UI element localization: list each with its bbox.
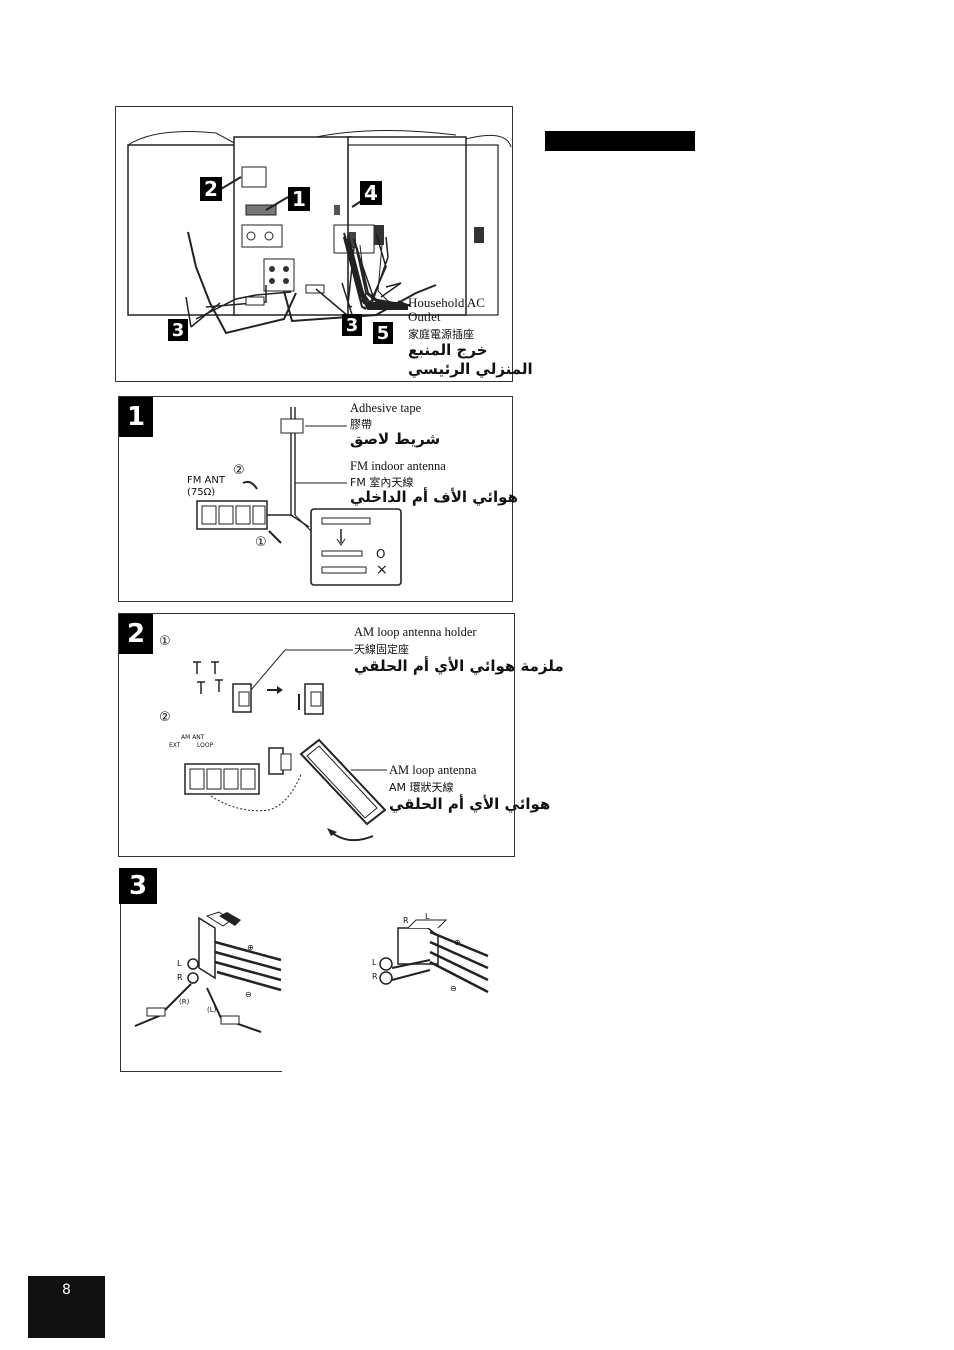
fm-antenna-illustration	[196, 407, 402, 586]
correct-mark: O	[376, 547, 386, 561]
callout-badge-4: 4	[360, 181, 382, 205]
step2-am-antenna-panel: 2 ① ② AM loop antenna holder 天線固定座 ملز	[118, 613, 564, 857]
am-loop-antenna-label-zh: AM 環狀天線	[389, 781, 454, 794]
incorrect-mark: ×	[376, 562, 388, 578]
am-antenna-illustration	[184, 649, 387, 842]
right-terminal-label: R	[177, 973, 183, 982]
step3-speaker-panel: 3 L R ⊕ ⊖ (R) (L)	[119, 868, 282, 1072]
am-loop-antenna-label: AM loop antenna	[389, 763, 477, 777]
household-ac-label-zh: 家庭電源插座	[408, 328, 474, 341]
callout-badge-1: 1	[288, 187, 310, 211]
fm-indoor-antenna-label: FM indoor antenna	[350, 459, 446, 473]
am-holder-label-zh: 天線固定座	[354, 643, 409, 656]
ext-terminal-label: EXT	[169, 742, 181, 749]
step2-circle-1: ①	[159, 634, 171, 649]
left-cable-label: (L)	[207, 1006, 217, 1014]
step1-circle-1: ①	[255, 535, 267, 550]
left-terminal-label: L	[177, 959, 182, 968]
speaker-terminal-left-illustration	[134, 911, 282, 1033]
speaker-terminal-right-drawing	[379, 919, 489, 994]
callout-badge-3-left: 3	[168, 319, 188, 341]
household-ac-label-2: Outlet	[408, 309, 441, 324]
callout-badge-5: 5	[373, 322, 393, 344]
fm-ant-impedance-label: (75Ω)	[187, 487, 216, 498]
overview-panel: 2 1 4 3 3 5 Household AC Outlet 家庭電源插座 خ…	[115, 106, 533, 382]
fm-ant-terminal-label: FM ANT	[187, 475, 225, 486]
right-diagram-l2-label: L	[372, 958, 377, 967]
stereo-rear-illustration	[127, 129, 512, 335]
page-number: 8	[28, 1276, 105, 1338]
household-ac-label-ar-1: خرج المنبع	[408, 341, 488, 359]
step3-badge: 3	[119, 868, 157, 904]
section-header-bar	[545, 131, 695, 151]
am-loop-antenna-label-ar: هوائي الأي أم الحلقي	[389, 795, 551, 813]
right-diagram-r2-label: R	[372, 972, 378, 981]
loop-terminal-label: LOOP	[197, 742, 214, 749]
right-diagram-minus-label: ⊖	[450, 984, 457, 993]
am-ant-terminal-label: AM ANT	[181, 734, 205, 741]
step1-circle-2: ②	[233, 463, 245, 478]
am-holder-label: AM loop antenna holder	[354, 625, 477, 639]
step1-fm-antenna-panel: 1 Adhesive tape 膠帶 شريط لاصق FM indoor a…	[118, 396, 518, 602]
callout-badge-2: 2	[200, 177, 222, 201]
speaker-terminal-right-illustration: R L ⊕ ⊖ L R	[368, 912, 498, 1012]
adhesive-tape-label-ar: شريط لاصق	[350, 430, 441, 448]
step1-badge: 1	[119, 397, 153, 437]
right-cable-label: (R)	[179, 998, 190, 1006]
callout-badge-3-right: 3	[342, 314, 362, 336]
right-diagram-r-label: R	[403, 916, 409, 925]
step2-circle-2: ②	[159, 710, 171, 725]
adhesive-tape-label: Adhesive tape	[350, 401, 422, 415]
fm-indoor-antenna-label-zh: FM 室內天線	[350, 476, 414, 489]
plus-terminal-label: ⊕	[247, 943, 254, 952]
household-ac-label: Household AC	[408, 295, 485, 310]
right-diagram-plus-label: ⊕	[454, 938, 461, 947]
step2-badge: 2	[119, 614, 153, 654]
fm-indoor-antenna-label-ar: هوائي الأف أم الداخلي	[350, 488, 518, 506]
am-holder-label-ar: ملزمة هوائي الأي أم الحلقي	[354, 657, 564, 675]
right-diagram-l-label: L	[425, 912, 430, 921]
minus-terminal-label: ⊖	[245, 990, 252, 999]
household-ac-label-ar-2: المنزلي الرئيسي	[408, 360, 533, 378]
adhesive-tape-label-zh: 膠帶	[350, 418, 372, 431]
